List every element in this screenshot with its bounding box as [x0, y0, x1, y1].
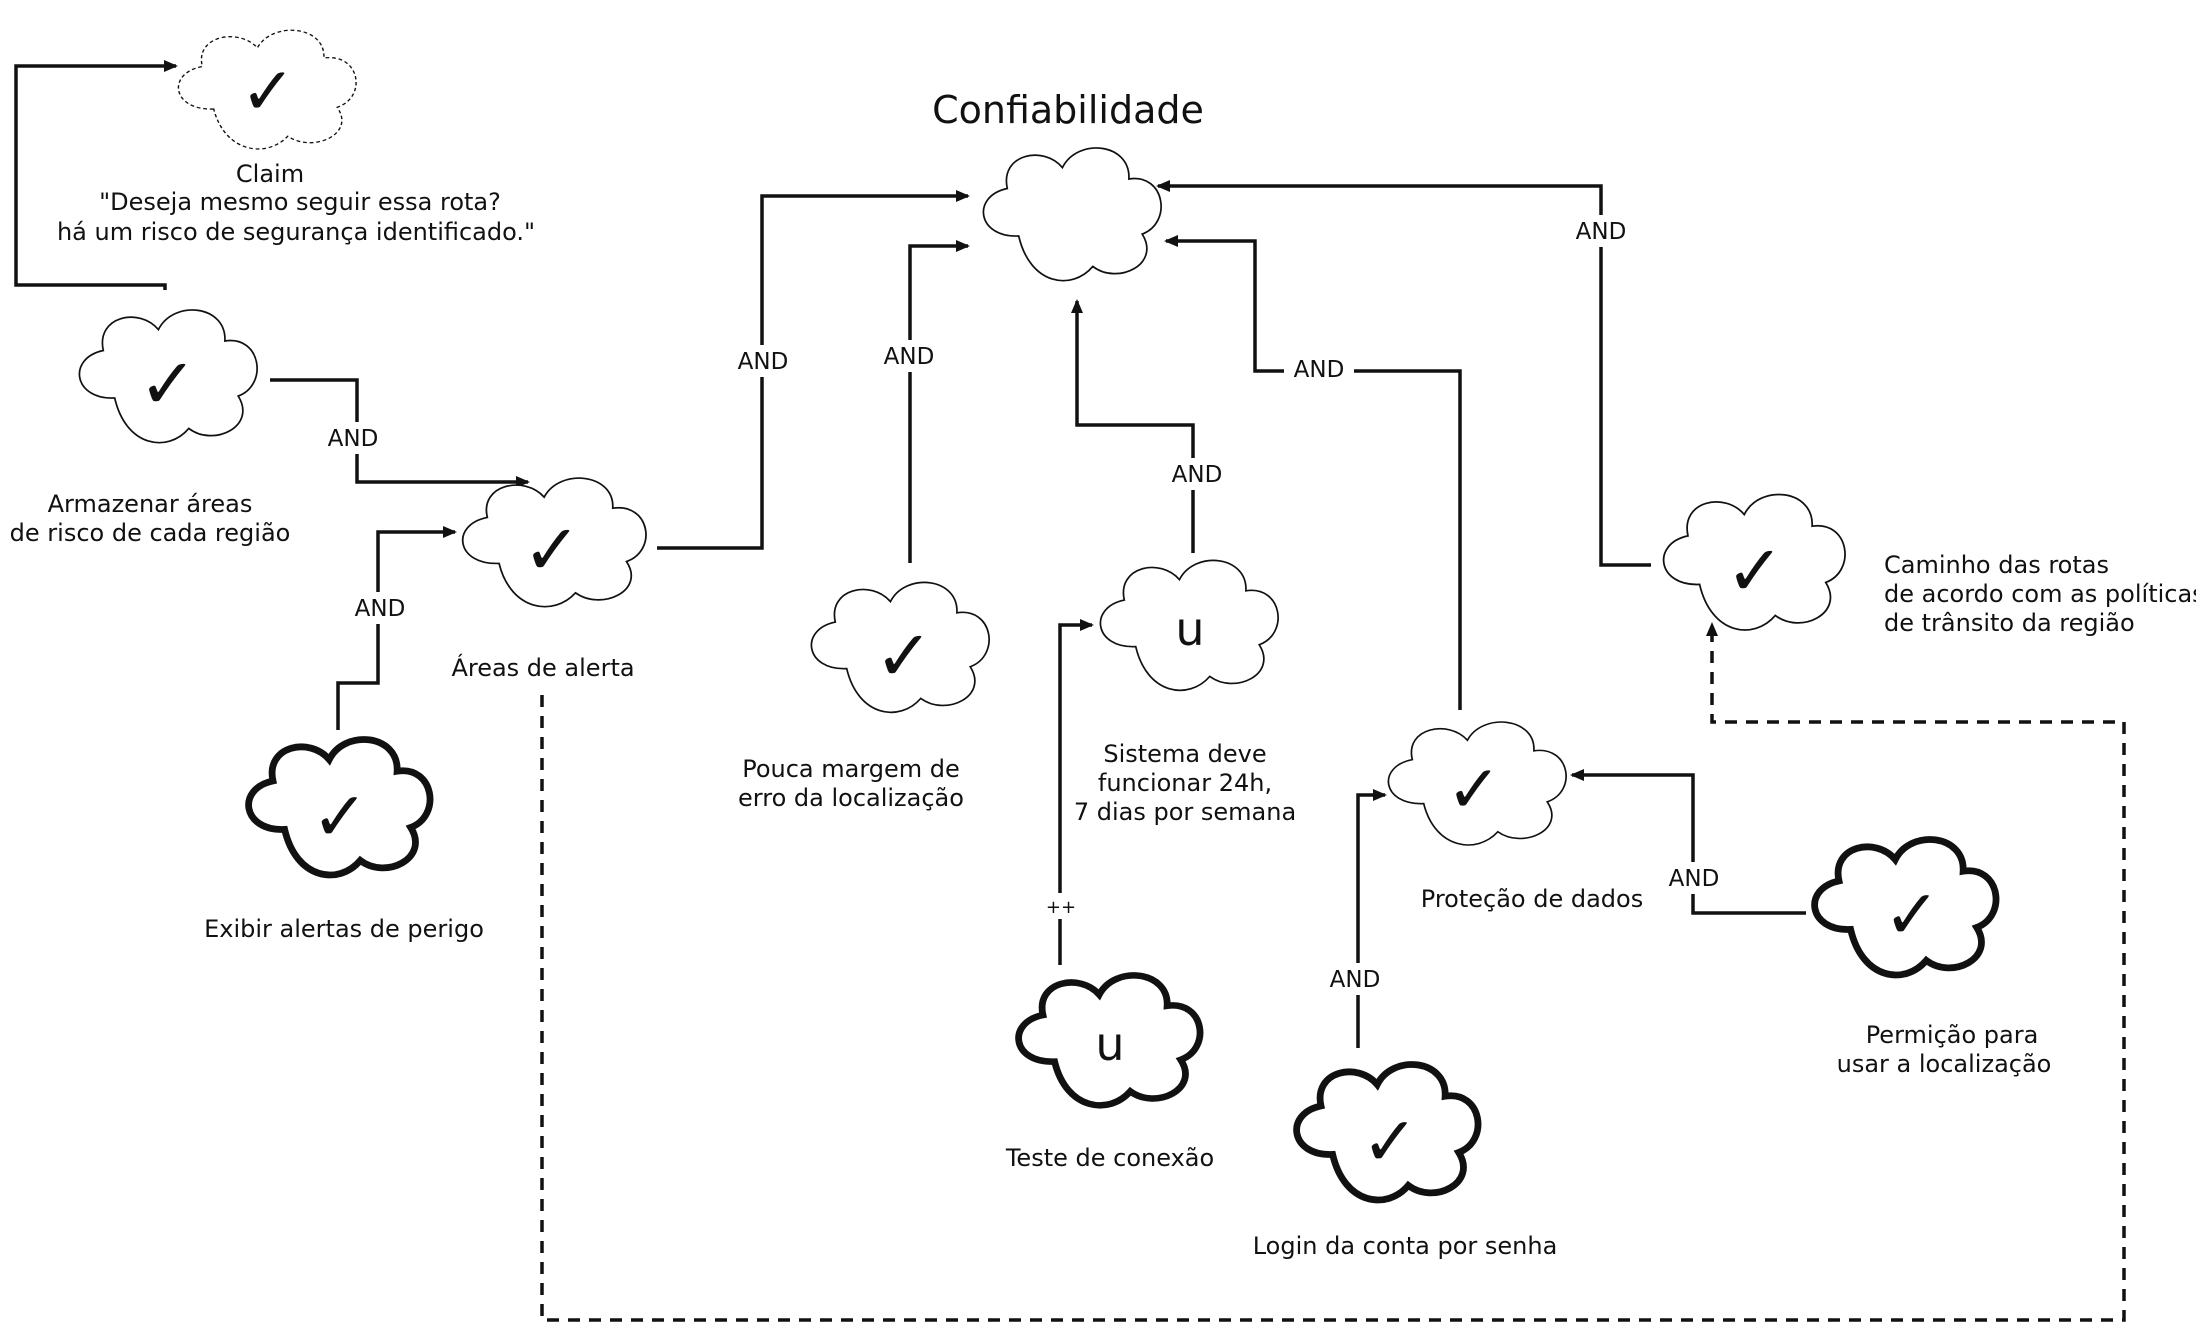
and-label: AND — [328, 426, 379, 452]
and-label: AND — [355, 596, 406, 622]
link-teste-sistema — [1058, 619, 1094, 965]
exibir-alertas-softgoal: ✓ — [249, 739, 430, 875]
link-armazenar-areas — [270, 378, 530, 488]
link-pouca-confiabilidade — [908, 240, 970, 563]
armazenar-label: de risco de cada região — [10, 519, 291, 547]
help-label: ++ — [1046, 897, 1076, 918]
check-icon: ✓ — [1446, 751, 1501, 828]
areas-alerta-softgoal: ✓ — [461, 477, 647, 608]
node-labels: Claim "Deseja mesmo seguir essa rota? há… — [10, 160, 2196, 1260]
and-label: AND — [1294, 357, 1345, 383]
sistema-24h-label: Sistema deve — [1103, 740, 1266, 768]
link-caminho-confiabilidade — [1156, 180, 1651, 567]
undecided-icon: u — [1175, 602, 1204, 656]
teste-conexao-softgoal: u — [1019, 975, 1200, 1105]
check-icon: ✓ — [1362, 1103, 1419, 1182]
pouca-margem-softgoal: ✓ — [810, 581, 990, 714]
sistema-24h-label: 7 dias por semana — [1074, 798, 1296, 826]
claim-heading: Claim — [236, 160, 304, 188]
teste-conexao-label: Teste de conexão — [1005, 1144, 1214, 1172]
and-label: AND — [884, 344, 935, 370]
check-icon: ✓ — [875, 615, 934, 697]
check-icon: ✓ — [139, 343, 198, 425]
check-icon: ✓ — [1726, 530, 1785, 612]
link-areas-caminho-dashed — [540, 622, 2126, 1322]
check-icon: ✓ — [1884, 876, 1941, 955]
link-armazenar-claim — [14, 60, 178, 290]
caminho-rotas-label: Caminho das rotas — [1884, 551, 2109, 579]
protecao-dados-softgoal: ✓ — [1387, 721, 1567, 846]
pouca-margem-label: Pouca margem de — [742, 755, 960, 783]
permicao-label: usar a localização — [1837, 1050, 2052, 1078]
login-senha-softgoal: ✓ — [1297, 1064, 1478, 1200]
claim-softgoal: ✓ — [177, 29, 357, 150]
and-label: AND — [1330, 967, 1381, 993]
sistema-24h-label: funcionar 24h, — [1098, 769, 1272, 797]
claim-text-line: "Deseja mesmo seguir essa rota? — [99, 188, 501, 216]
link-exibir-areas — [336, 526, 457, 730]
link-protecao-confiabilidade — [1164, 235, 1462, 710]
undecided-icon: u — [1095, 1017, 1124, 1071]
link-permicao-protecao — [1570, 769, 1806, 915]
and-labels: AND AND AND AND AND AND AND AND AND ++ — [318, 215, 1729, 995]
and-label: AND — [738, 349, 789, 375]
diagram-title: Confiabilidade — [932, 88, 1204, 132]
caminho-rotas-label: de acordo com as políticas — [1884, 580, 2196, 608]
permicao-label: Permição para — [1866, 1021, 2039, 1049]
protecao-dados-label: Proteção de dados — [1421, 885, 1643, 913]
armazenar-softgoal: ✓ — [78, 309, 258, 444]
check-icon: ✓ — [240, 53, 295, 130]
permicao-softgoal: ✓ — [1815, 839, 1996, 975]
caminho-rotas-softgoal: ✓ — [1662, 493, 1846, 631]
claim-text-line: há um risco de segurança identificado." — [57, 218, 535, 246]
check-icon: ✓ — [523, 509, 582, 591]
and-label: AND — [1172, 462, 1223, 488]
exibir-alertas-label: Exibir alertas de perigo — [204, 915, 484, 943]
login-senha-label: Login da conta por senha — [1253, 1232, 1558, 1260]
link-login-protecao — [1356, 789, 1387, 1048]
confiabilidade-softgoal — [982, 147, 1162, 282]
link-sistema-confiabilidade — [1071, 299, 1195, 553]
and-label: AND — [1576, 219, 1627, 245]
caminho-rotas-label: de trânsito da região — [1884, 609, 2135, 637]
sistema-24h-softgoal: u — [1099, 559, 1279, 692]
pouca-margem-label: erro da localização — [738, 784, 964, 812]
armazenar-label: Armazenar áreas — [48, 490, 253, 518]
check-icon: ✓ — [312, 778, 369, 857]
and-label: AND — [1669, 866, 1720, 892]
areas-alerta-label: Áreas de alerta — [451, 653, 634, 682]
